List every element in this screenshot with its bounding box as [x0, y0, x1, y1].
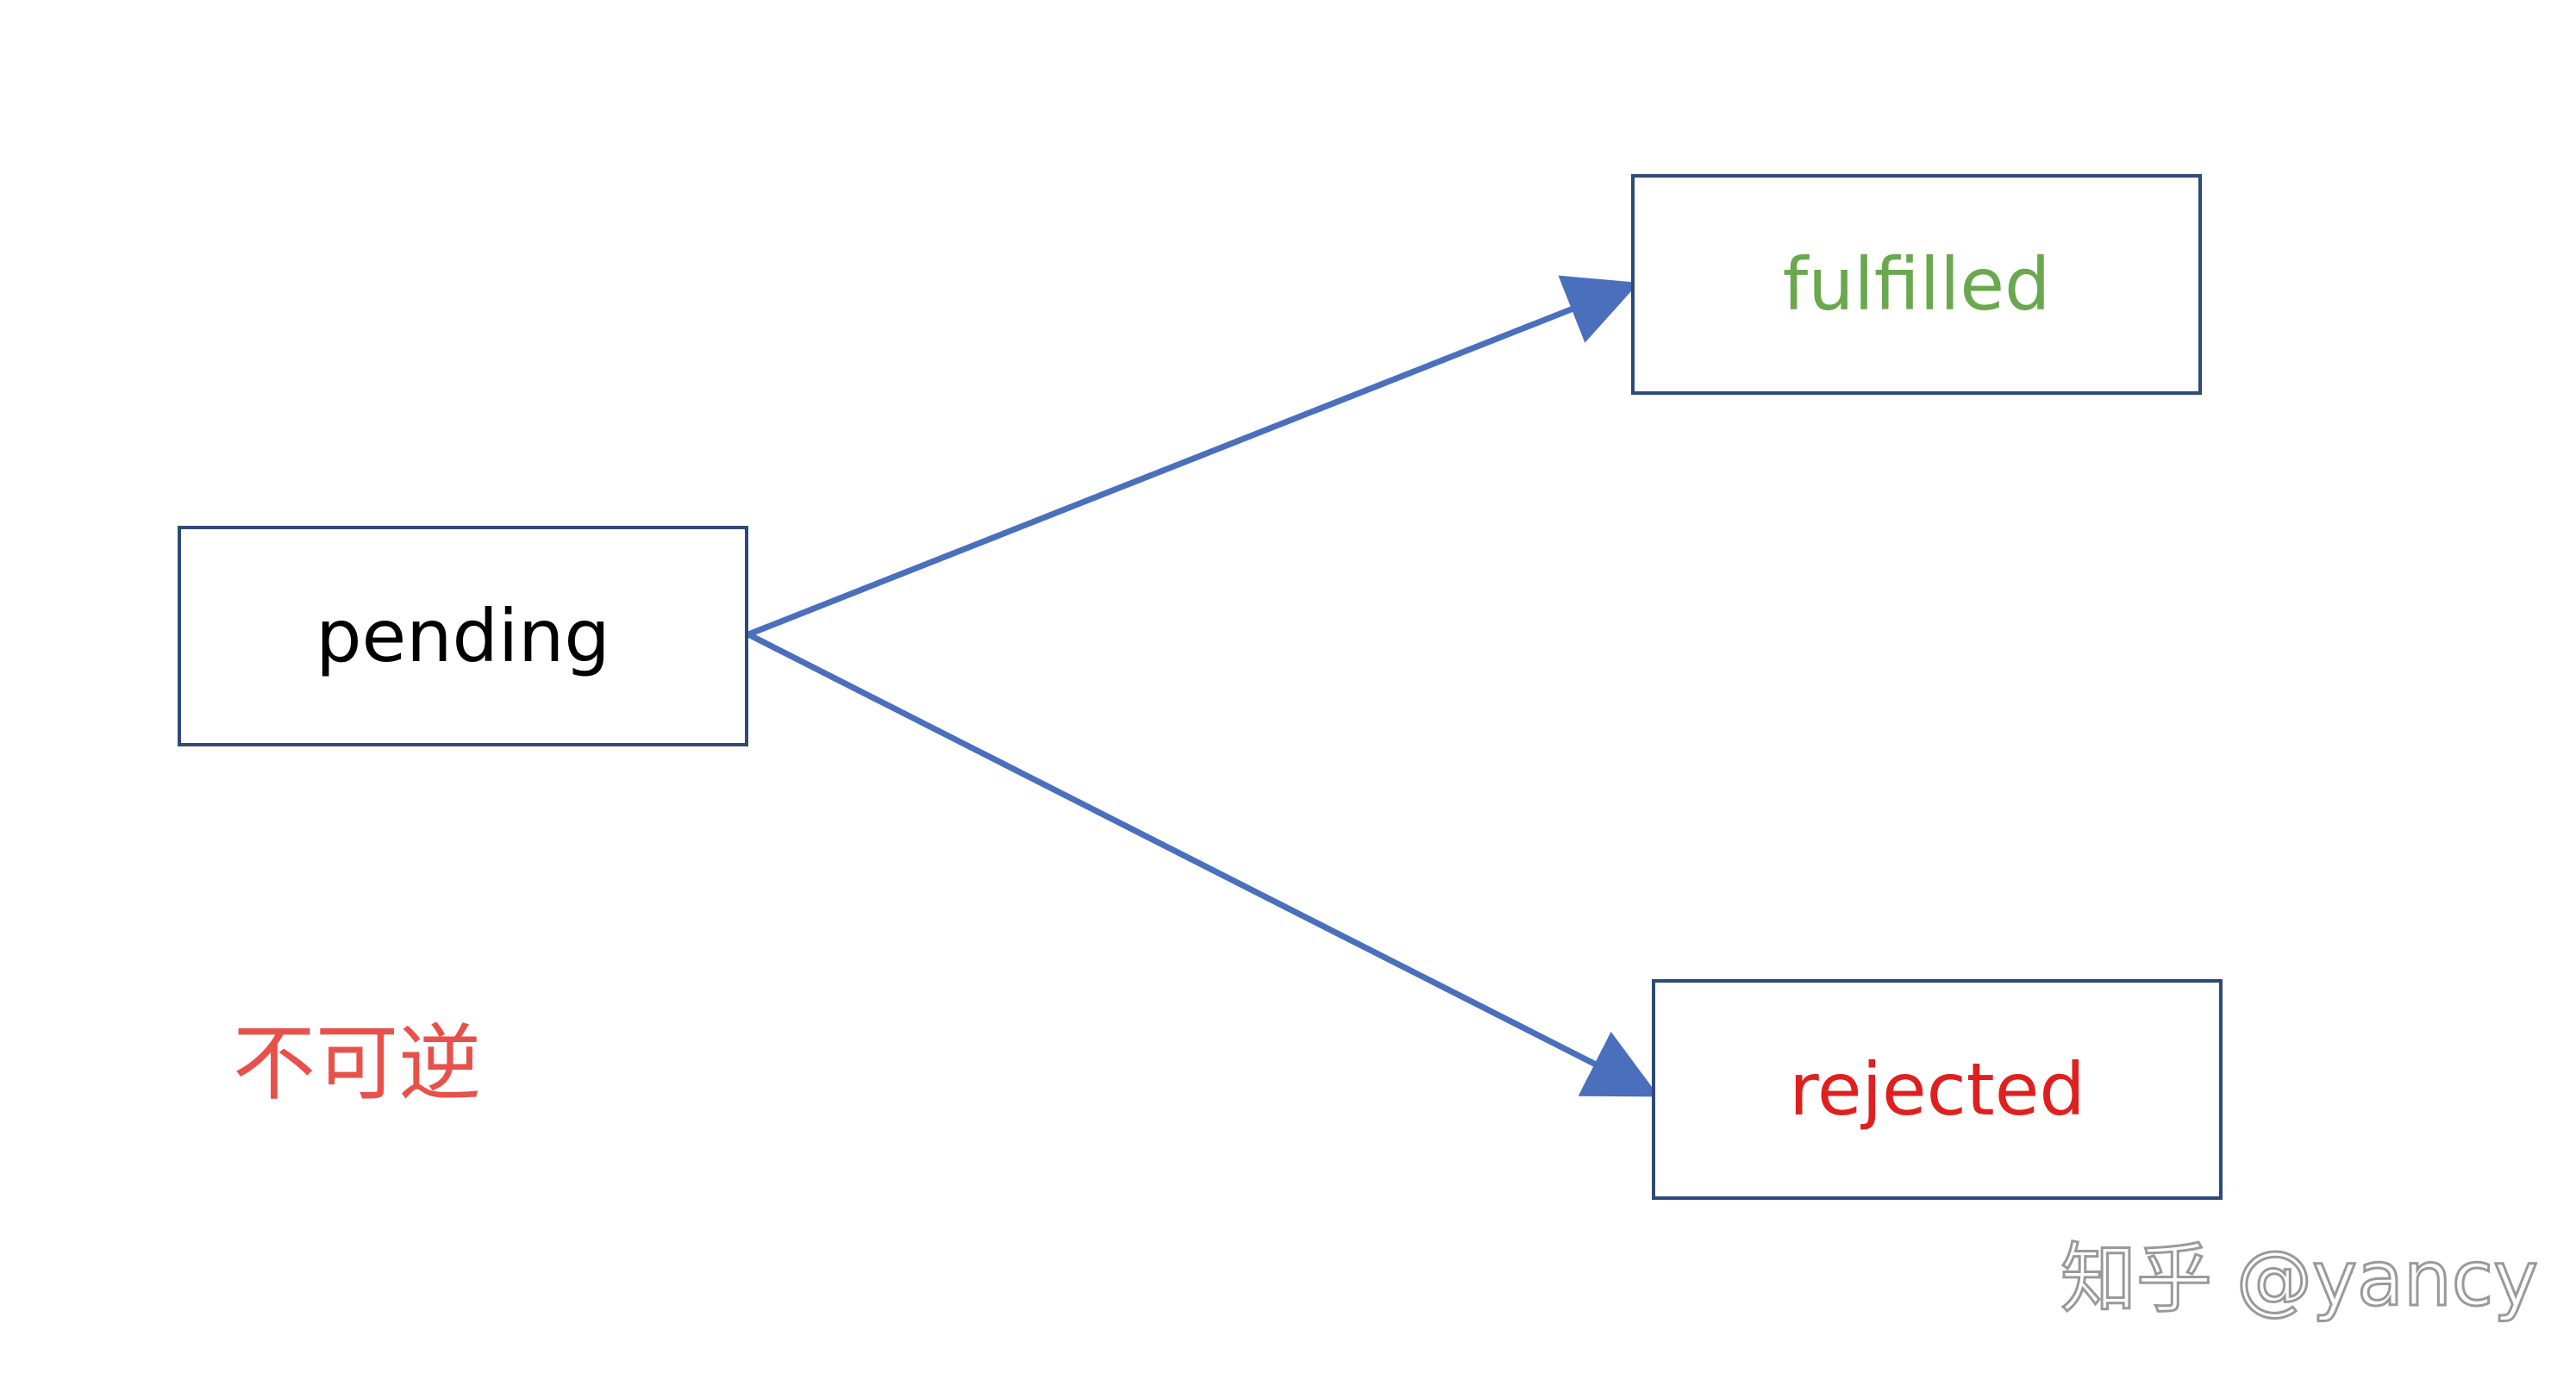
fulfilled-state-label: fulfilled — [1782, 242, 2051, 327]
arrow-pending-to-rejected — [747, 631, 1660, 1097]
pending-state-box: pending — [178, 526, 748, 746]
pending-state-label: pending — [316, 594, 610, 678]
arrow-pending-to-fulfilled — [747, 275, 1640, 638]
irreversible-note: 不可逆 — [233, 1015, 481, 1112]
zhihu-watermark: 知乎 @yancy — [2059, 1234, 2539, 1323]
rejected-state-label: rejected — [1789, 1047, 2085, 1132]
fulfilled-state-box: fulfilled — [1631, 174, 2202, 395]
rejected-state-box: rejected — [1652, 979, 2223, 1200]
